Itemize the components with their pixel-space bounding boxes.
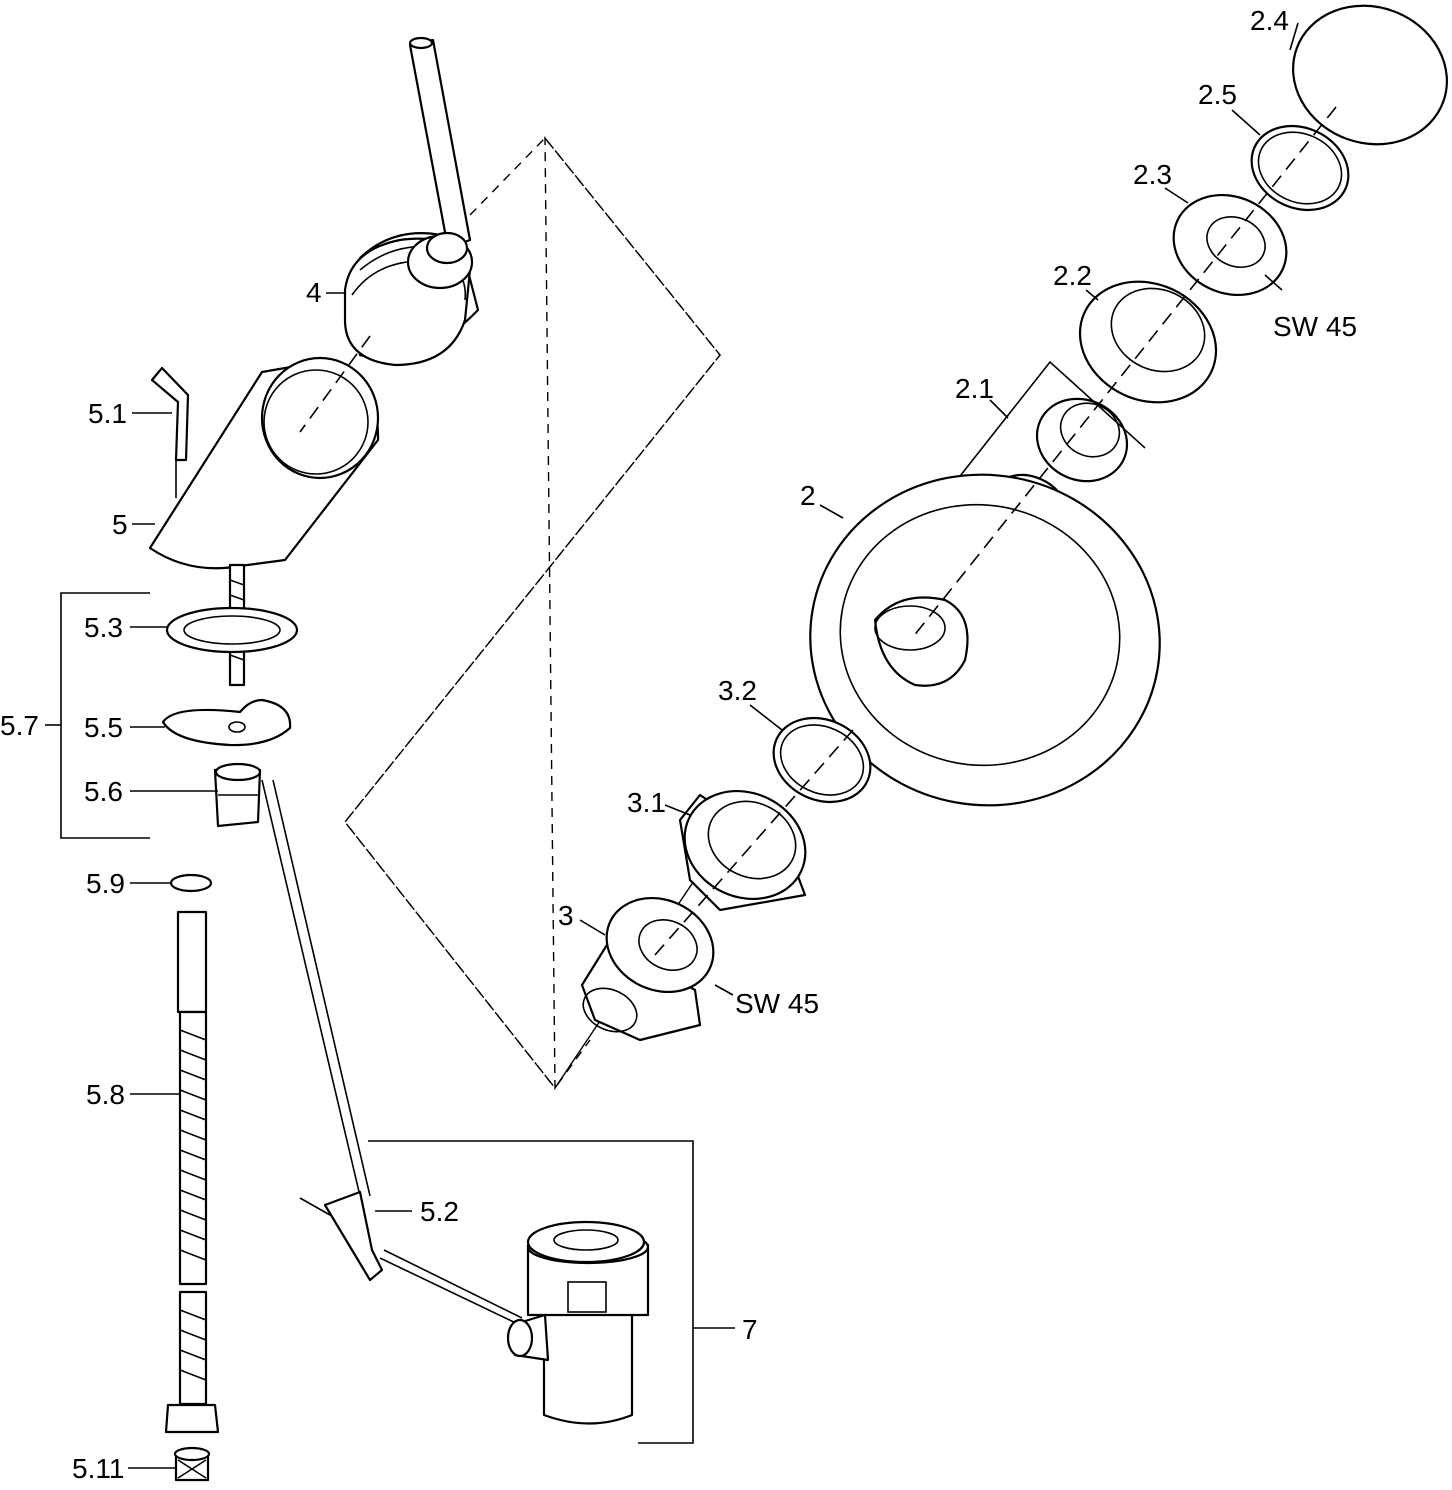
part-2-4-cover (1292, 4, 1448, 146)
label-2-2: 2.2 (1053, 260, 1092, 291)
part-2-5-ring-inner (1257, 131, 1343, 205)
part-2-2-sleeve (1078, 280, 1218, 404)
part-2-1-bracket (952, 360, 1146, 486)
label-4: 4 (306, 277, 322, 308)
label-2-4: 2.4 (1250, 5, 1289, 36)
part-5-11-filter (173, 1446, 211, 1482)
part-5-8-flex-hose (164, 910, 220, 1434)
part-5-2-linkage (261, 779, 523, 1326)
leader-lines (45, 22, 1299, 1469)
label-5-6: 5.6 (84, 776, 123, 807)
label-5-8: 5.8 (86, 1079, 125, 1110)
label-3: 3 (558, 900, 574, 931)
label-2-1: 2.1 (955, 373, 994, 404)
label-2-3: 2.3 (1133, 159, 1172, 190)
part-5-1-lift-rod (150, 366, 190, 498)
label-5-5: 5.5 (84, 712, 123, 743)
centre-axis-left (654, 729, 854, 956)
label-3-1: 3.1 (627, 787, 666, 818)
label-7: 7 (742, 1314, 758, 1345)
part-5-3-washer (165, 606, 299, 654)
part-5-9-o-ring (169, 873, 213, 893)
part-2-3-nut (1172, 193, 1288, 297)
label-5-11: 5.11 (72, 1453, 124, 1484)
centre-axis-right (912, 106, 1337, 638)
part-5-6-nut (213, 762, 262, 828)
label-2: 2 (800, 480, 816, 511)
label-3-2: 3.2 (718, 675, 757, 706)
part-3-fitting (580, 896, 715, 1042)
part-5-5-clamp-plate (161, 698, 292, 747)
part-4-handle (343, 36, 480, 367)
label-sw45-lower: SW 45 (735, 988, 819, 1019)
centre-axis-handle (299, 335, 371, 433)
label-5: 5 (112, 509, 128, 540)
label-sw45-upper: SW 45 (1273, 311, 1357, 342)
part-7-waste-drain (506, 1220, 650, 1425)
part-3-2-o-ring-inner (779, 724, 865, 796)
label-5-3: 5.3 (84, 612, 123, 643)
label-5-7: 5.7 (0, 710, 39, 741)
bracket-5-7 (60, 592, 150, 839)
label-2-5: 2.5 (1198, 79, 1237, 110)
label-5-9: 5.9 (86, 868, 125, 899)
bracket-7 (368, 1140, 694, 1444)
part-2-escutcheon (809, 473, 1161, 807)
assembly-dashed-outline-2 (344, 136, 721, 1090)
label-5-1: 5.1 (88, 398, 127, 429)
part-3-2-o-ring (772, 716, 872, 804)
label-5-2: 5.2 (420, 1196, 459, 1227)
